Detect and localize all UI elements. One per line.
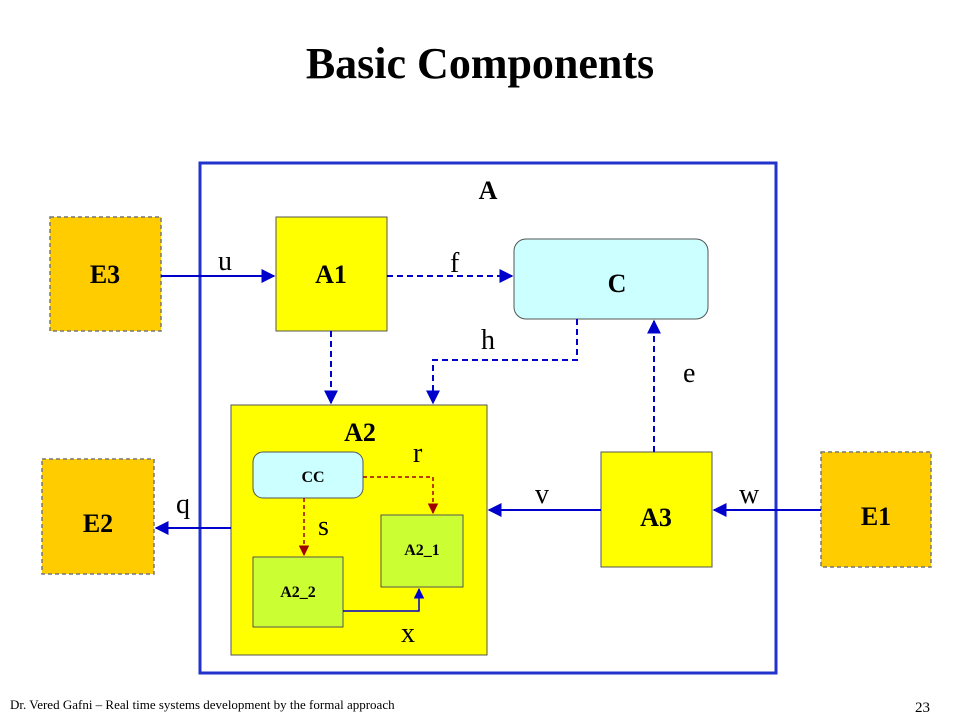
edge-label-h: h	[481, 325, 495, 356]
box-a2-1	[380, 514, 464, 588]
box-e2-label: E2	[83, 509, 113, 538]
box-e3	[49, 216, 162, 332]
box-a3	[600, 451, 713, 568]
edge-label-w: w	[739, 479, 760, 510]
edge-label-v: v	[535, 479, 549, 510]
page-number: 23	[915, 700, 930, 716]
arrow-h	[426, 319, 578, 405]
box-a2-1-label: A2_1	[404, 542, 440, 559]
edge-label-x: x	[401, 618, 415, 649]
container-a-label: A	[479, 176, 498, 205]
edge-label-r: r	[413, 438, 423, 469]
box-a2-label: A2	[344, 418, 376, 447]
box-e2	[41, 458, 155, 575]
box-a2-2-label: A2_2	[280, 584, 316, 601]
edge-label-u: u	[218, 246, 232, 277]
slide-footer: Dr. Vered Gafni – Real time systems deve…	[10, 697, 395, 712]
box-a2-2	[252, 556, 344, 628]
box-cc	[252, 451, 364, 499]
slide-title: Basic Components	[305, 39, 655, 88]
edge-label-s: s	[318, 511, 329, 542]
box-e3-label: E3	[90, 260, 120, 289]
box-e1	[820, 451, 932, 568]
container-a	[198, 161, 778, 675]
edge-label-f: f	[450, 248, 460, 279]
box-a3-label: A3	[640, 503, 672, 532]
box-e1-label: E1	[861, 502, 891, 531]
box-a1-label: A1	[315, 260, 347, 289]
arrow-r	[363, 476, 439, 515]
arrow-x	[343, 587, 425, 612]
edge-label-e: e	[683, 358, 695, 389]
box-c	[513, 238, 709, 320]
box-cc-label: CC	[301, 469, 324, 486]
box-c-label: C	[608, 269, 627, 298]
box-a1	[275, 216, 388, 332]
edge-label-q: q	[176, 489, 190, 520]
